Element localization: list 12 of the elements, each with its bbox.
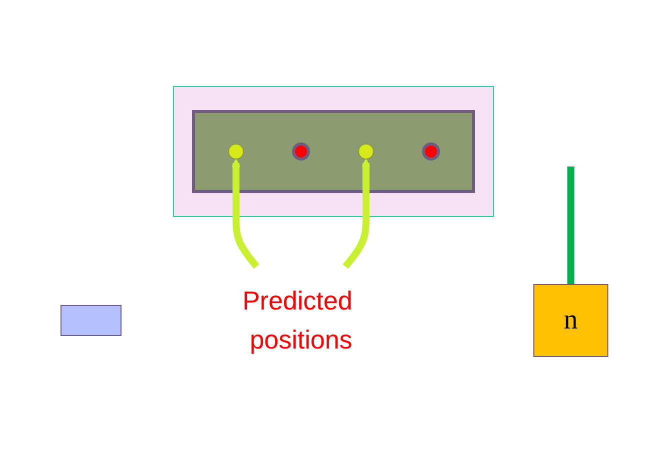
connector	[567, 166, 574, 284]
node-text: Predicted positions	[242, 286, 352, 354]
node-circle	[422, 142, 440, 160]
node-circle	[228, 144, 244, 160]
node-circle	[358, 144, 374, 160]
node-box: n	[533, 284, 608, 357]
node-box	[60, 305, 122, 336]
cluster	[192, 110, 476, 193]
arrow	[232, 158, 260, 269]
node-circle	[292, 142, 310, 160]
arrow	[342, 158, 371, 269]
cluster	[173, 86, 494, 217]
